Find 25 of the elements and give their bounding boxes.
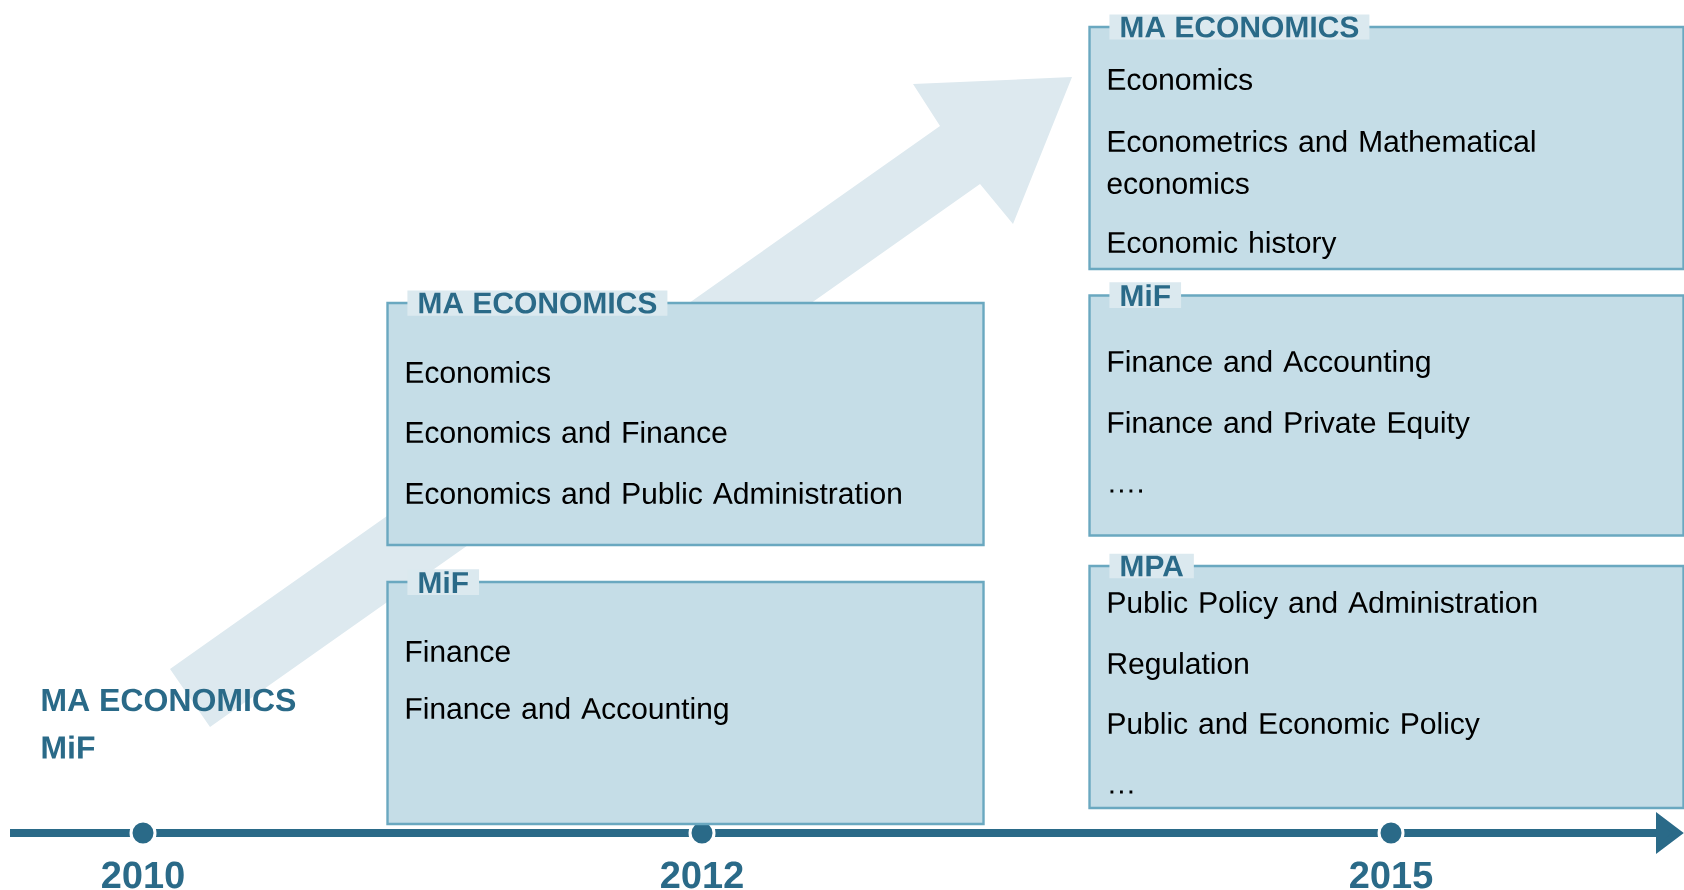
course-name: Public Policy and Administration (1108, 591, 1537, 619)
course-name: …. (1110, 489, 1142, 493)
heading-tab: MiF (407, 569, 480, 595)
course-name: Econometrics and Mathematical economics (1107, 130, 1535, 194)
course-name: Finance and Private Equity (1108, 411, 1470, 439)
course-name: Economics (406, 361, 550, 383)
heading-tab: MA ECONOMICS (1109, 14, 1370, 40)
course-name: Economics and Public Administration (406, 482, 901, 504)
year-label: 2015 (1350, 861, 1433, 889)
program-label: MiF (42, 735, 95, 759)
heading-tab: MiF (1109, 282, 1182, 308)
program-label: MA ECONOMICS (42, 688, 296, 712)
year-label: 2010 (102, 861, 184, 889)
course-name: Finance and Accounting (1108, 350, 1430, 378)
course-name: Regulation (1108, 652, 1248, 680)
course-name: Public and Economic Policy (1108, 712, 1480, 740)
heading-tab: MPA (1109, 553, 1194, 579)
course-name: Economics (1108, 68, 1252, 90)
course-name: Finance (406, 640, 510, 662)
course-name: Finance and Accounting (406, 697, 728, 725)
course-name: … (1110, 790, 1133, 794)
course-name: Economics and Finance (406, 421, 727, 443)
year-label: 2012 (661, 861, 743, 889)
course-name: Economic history (1108, 231, 1337, 259)
heading-tab: MA ECONOMICS (407, 290, 668, 316)
